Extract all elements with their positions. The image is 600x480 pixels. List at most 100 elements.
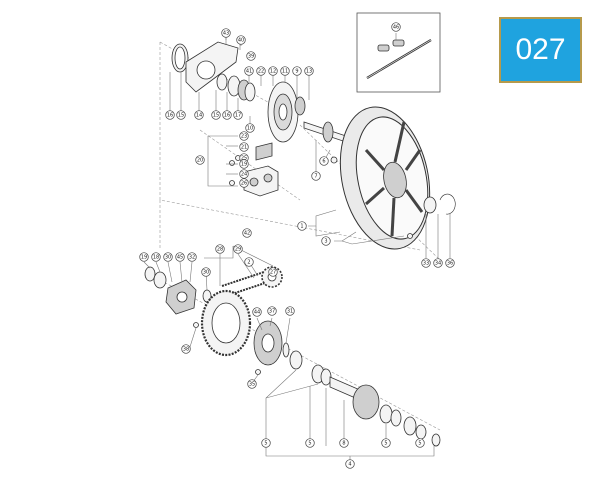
callout-label: 10 [247,125,253,131]
callout-label: 37 [269,308,275,314]
callout-label: 12 [270,68,276,74]
callout-20: 20 [195,155,205,165]
callout-38: 38 [181,344,191,354]
callout-label: 17 [235,112,241,118]
callout-circle [236,35,246,45]
callout-label: 26 [241,180,247,186]
callout-circle [201,267,211,277]
callout-circle [151,252,161,262]
callout-label: 40 [238,37,244,43]
callout-label: 25 [241,155,247,161]
callout-label: 5 [308,440,311,446]
callout-27: 27 [268,267,278,277]
callout-circle [305,438,315,448]
callout-circle [297,221,307,231]
callout-24: 24 [239,169,249,179]
bearing-18 [153,271,167,289]
disc-spacer [294,96,306,116]
callout-34: 34 [433,258,443,268]
callout-label: 4 [348,461,351,467]
callout-30: 30 [201,267,211,277]
callout-circle [239,178,249,188]
callout-label: 9 [295,68,298,74]
callout-circle [321,236,331,246]
callout-circle [163,252,173,262]
callout-label: 13 [306,68,312,74]
callout-label: 19 [141,254,147,260]
callout-1: 1 [297,221,307,231]
callout-14: 14 [194,110,204,120]
callout-22: 22 [256,66,266,76]
callout-label: 15 [178,112,184,118]
callout-5: 5 [381,438,391,448]
callout-21: 21 [239,142,249,152]
callout-circle [391,22,401,32]
callout-32: 32 [187,252,197,262]
axle-stack [289,350,441,447]
callout-label: 5 [418,440,421,446]
callout-circle [267,306,277,316]
callout-19: 19 [239,159,249,169]
callout-41: 41 [244,66,254,76]
callout-label: 41 [246,68,252,74]
callout-16: 16 [222,110,232,120]
callout-label: 43 [223,30,229,36]
callout-2: 2 [244,257,254,267]
callout-30: 30 [163,252,173,262]
callout-label: 24 [241,171,247,177]
callout-label: 3 [324,238,327,244]
ring-41 [244,82,256,102]
callout-40: 40 [236,35,246,45]
callout-15: 15 [211,110,221,120]
page-number-badge: 027 [499,17,582,83]
callout-4: 4 [345,459,355,469]
callout-19: 19 [139,252,149,262]
callout-7: 7 [311,171,321,181]
callout-circle [221,28,231,38]
callout-label: 29 [235,246,241,252]
callout-45: 45 [175,252,185,262]
callout-label: 5 [384,440,387,446]
callout-circle [215,244,225,254]
callout-circle [187,252,197,262]
callout-5: 5 [305,438,315,448]
callout-circle [421,258,431,268]
callout-28: 28 [215,244,225,254]
callout-circle [139,252,149,262]
callout-circle [244,257,254,267]
callout-label: 30 [165,254,171,260]
callout-29: 29 [233,244,243,254]
callout-label: 19 [241,161,247,167]
seal-19 [144,266,156,282]
callout-circle [268,267,278,277]
callout-39: 39 [246,51,256,61]
callout-circle [256,66,266,76]
callout-label: 21 [241,144,247,150]
callout-42: 42 [242,228,252,238]
callout-label: 11 [282,68,288,74]
wheel-bearing [423,196,437,214]
callout-label: 42 [244,230,250,236]
callout-circle [233,244,243,254]
callout-circle [245,123,255,133]
inset-bushing-right [392,39,405,47]
callout-33: 33 [421,258,431,268]
callout-circle [233,110,243,120]
callout-label: 27 [270,269,276,275]
callout-8: 8 [339,438,349,448]
callout-circle [165,110,175,120]
wheel-hub [383,161,407,199]
callout-label: 34 [435,260,441,266]
damper-rubber [282,342,290,358]
callout-circle [176,110,186,120]
callout-label: 5 [264,440,267,446]
callout-label: 16 [224,112,230,118]
callout-circle [415,438,425,448]
callout-36: 36 [445,258,455,268]
callout-circle [433,258,443,268]
callout-label: 31 [287,308,293,314]
callout-circle [244,66,254,76]
callout-label: 35 [249,381,255,387]
callout-46: 46 [391,22,401,32]
